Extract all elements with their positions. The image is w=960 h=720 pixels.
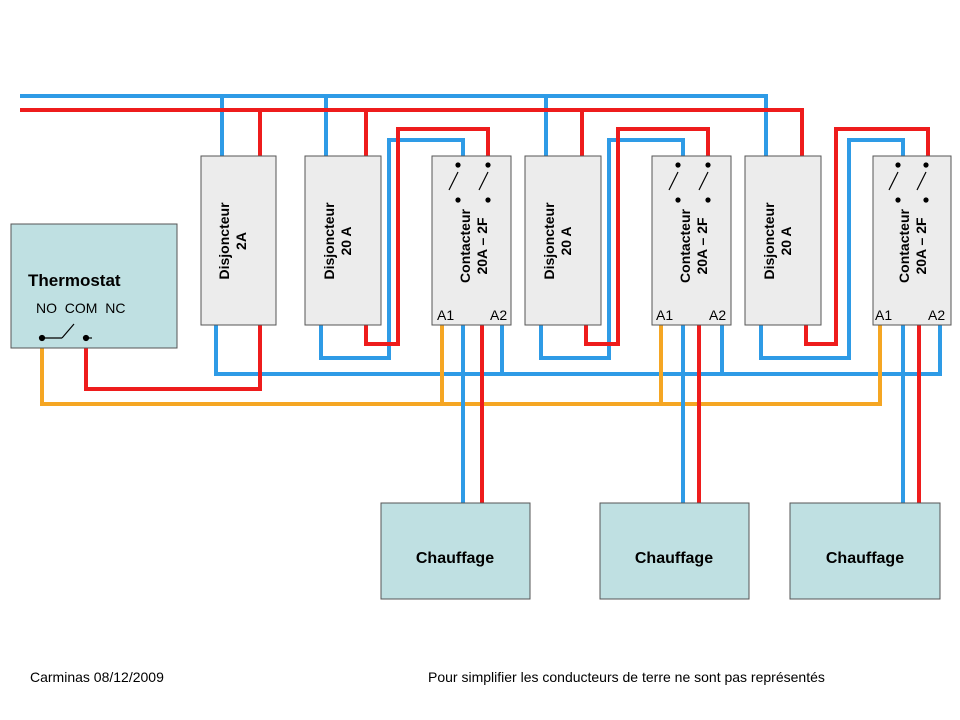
contactor-2-label-1: Contacteur bbox=[677, 209, 693, 283]
breaker-20a-3: Disjoncteur 20 A bbox=[744, 155, 822, 326]
contactor-1-label-1: Contacteur bbox=[457, 209, 473, 283]
contactor-2-label-2: 20A – 2F bbox=[694, 217, 710, 275]
breaker-20a-3-label-1: Disjoncteur bbox=[761, 202, 777, 280]
contactor-3-label-1: Contacteur bbox=[896, 209, 912, 283]
heater-1-box bbox=[380, 502, 531, 600]
control-neutral-bus bbox=[214, 325, 942, 376]
heater-3-label: Chauffage bbox=[826, 550, 904, 567]
contactor-3-box bbox=[872, 155, 952, 326]
wires bbox=[20, 94, 942, 504]
heater-2: Chauffage bbox=[599, 502, 750, 600]
breaker-20a-1: Disjoncteur 20 A bbox=[304, 155, 382, 326]
heater-3-box bbox=[789, 502, 941, 600]
contactor-3-switch-icon bbox=[888, 162, 929, 203]
contactor-2-a2: A2 bbox=[709, 307, 726, 323]
thermostat-box bbox=[10, 223, 178, 349]
breaker-20a-2-label-2: 20 A bbox=[558, 226, 574, 255]
g3-neutral-breaker-to-contactor bbox=[759, 138, 905, 360]
breaker-20a-3-box bbox=[744, 155, 822, 326]
breaker-20a-2-label-1: Disjoncteur bbox=[541, 202, 557, 280]
footer-author: Carminas 08/12/2009 bbox=[30, 669, 164, 685]
heater-1-label: Chauffage bbox=[416, 550, 494, 567]
main-neutral-bus bbox=[20, 94, 768, 156]
thermostat-title: Thermostat bbox=[28, 271, 121, 290]
thermostat-terminals: NO COM NC bbox=[36, 300, 125, 316]
g2-phase-breaker-to-contactor bbox=[584, 127, 710, 346]
contactor-1: Contacteur 20A – 2F A1 A2 bbox=[431, 155, 512, 326]
breaker-20a-3-label-2: 20 A bbox=[778, 226, 794, 255]
breaker-2a-label-1: Disjoncteur bbox=[216, 202, 232, 280]
thermostat-phase-feed bbox=[84, 325, 262, 391]
contactor-2-switch-icon bbox=[668, 162, 711, 203]
heater-1: Chauffage bbox=[380, 502, 531, 600]
g3-phase-breaker-to-contactor bbox=[804, 127, 930, 346]
contactor-3: Contacteur 20A – 2F A1 A2 bbox=[872, 155, 952, 326]
main-phase-bus bbox=[20, 108, 804, 156]
contactor-2-box bbox=[651, 155, 732, 326]
heater-2-label: Chauffage bbox=[635, 550, 713, 567]
breaker-20a-1-label-2: 20 A bbox=[338, 226, 354, 255]
breaker-20a-2: Disjoncteur 20 A bbox=[524, 155, 602, 326]
contactor-1-box bbox=[431, 155, 512, 326]
breaker-2a-label-2: 2A bbox=[233, 232, 249, 250]
breaker-2a: Disjoncteur 2A bbox=[200, 155, 277, 326]
heater-3: Chauffage bbox=[789, 502, 941, 600]
thermostat-switch-icon bbox=[38, 323, 92, 342]
g1-neutral-breaker-to-contactor bbox=[319, 138, 465, 360]
breaker-20a-2-box bbox=[524, 155, 602, 326]
contactor-3-label-2: 20A – 2F bbox=[913, 217, 929, 275]
g2-neutral-breaker-to-contactor bbox=[539, 138, 685, 360]
breaker-20a-1-box bbox=[304, 155, 382, 326]
contactor-1-label-2: 20A – 2F bbox=[474, 217, 490, 275]
contactor-3-a1: A1 bbox=[875, 307, 892, 323]
heater-2-box bbox=[599, 502, 750, 600]
footer-note: Pour simplifier les conducteurs de terre… bbox=[428, 669, 825, 685]
contactor-1-a1: A1 bbox=[437, 307, 454, 323]
contactor-1-switch-icon bbox=[448, 162, 491, 203]
contactor-3-a2: A2 bbox=[928, 307, 945, 323]
breaker-20a-1-label-1: Disjoncteur bbox=[321, 202, 337, 280]
contactor-1-a2: A2 bbox=[490, 307, 507, 323]
g1-phase-breaker-to-contactor bbox=[364, 127, 490, 346]
contactor-2: Contacteur 20A – 2F A1 A2 bbox=[651, 155, 732, 326]
thermostat: Thermostat NO COM NC bbox=[10, 223, 178, 349]
breaker-2a-box bbox=[200, 155, 277, 326]
contactor-2-a1: A1 bbox=[656, 307, 673, 323]
